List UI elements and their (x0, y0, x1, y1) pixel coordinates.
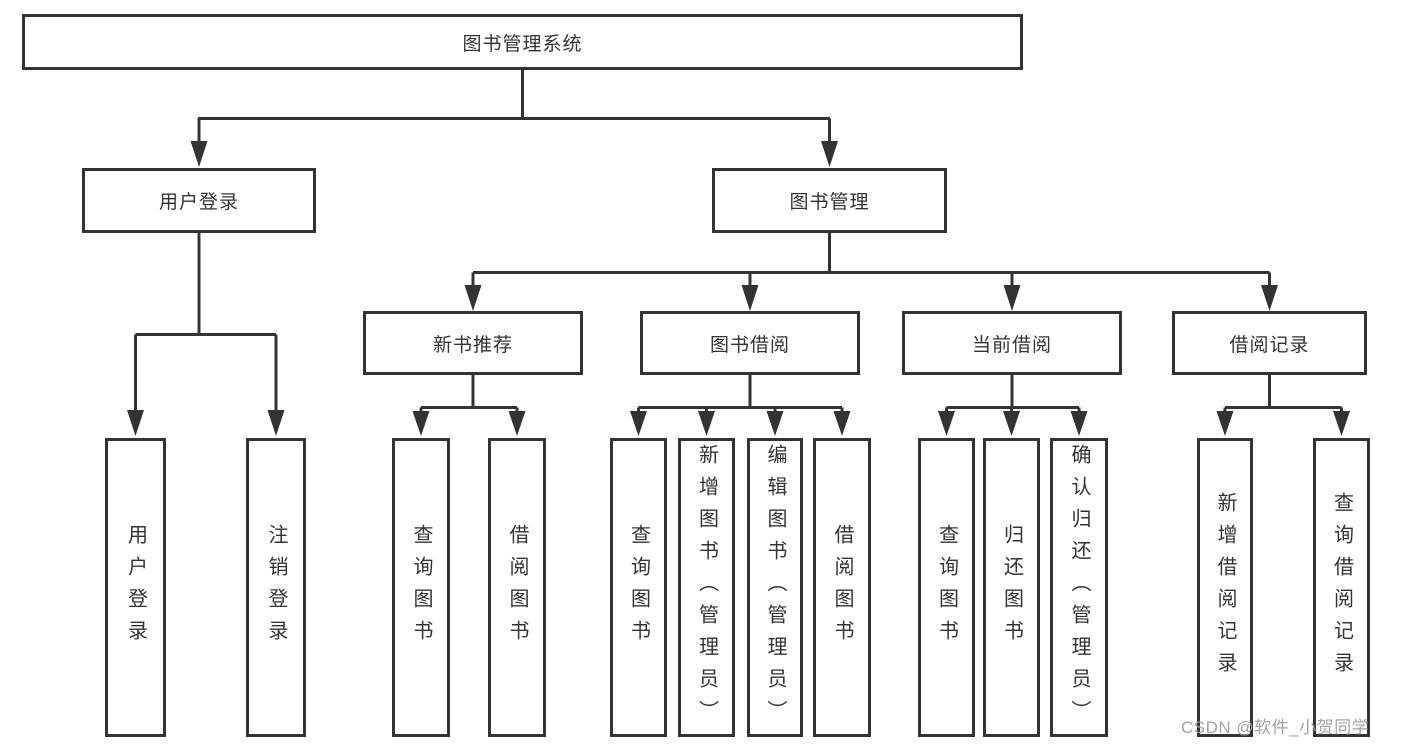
arrowhead (833, 411, 851, 436)
leaf-query-borrow-record-label: 查询借阅记录 (1330, 491, 1353, 684)
connector-path (419, 375, 519, 412)
connector-new-book-children (412, 375, 526, 436)
arrowhead (766, 411, 784, 436)
leaf-user-login-label: 用户登录 (124, 523, 147, 652)
node-current-borrowing: 当前借阅 (902, 311, 1122, 375)
leaf-add-borrow-record-label: 新增借阅记录 (1214, 491, 1236, 684)
arrowhead (1003, 285, 1021, 311)
watermark: CSDN @软件_小贺同学 (1181, 718, 1370, 737)
arrowhead (938, 411, 955, 436)
arrowhead (1216, 411, 1234, 436)
leaf-query-books-borrow: 查询图书 (610, 438, 667, 737)
leaf-query-borrow-record: 查询借阅记录 (1313, 438, 1370, 737)
node-book-borrowing-label: 图书借阅 (709, 334, 790, 356)
arrowhead (412, 411, 430, 436)
leaf-add-books-admin-label: 新增图书（管理员） (695, 443, 718, 732)
connector-root-to-level2 (190, 70, 838, 167)
leaf-return-books: 归还图书 (983, 438, 1040, 737)
leaf-query-books-recommend-label: 查询图书 (410, 523, 432, 652)
arrowhead (1070, 411, 1088, 436)
node-book-management-label: 图书管理 (789, 192, 870, 213)
connector-path (1223, 375, 1343, 412)
leaf-logout-label: 注销登录 (265, 523, 287, 652)
leaf-borrow-books-label: 借阅图书 (831, 523, 853, 652)
connector-borrow-records-children (1216, 375, 1350, 436)
leaf-confirm-return-admin: 确认归还（管理员） (1050, 438, 1108, 737)
node-book-management: 图书管理 (712, 168, 947, 233)
connector-book-management-to-level3 (464, 233, 1278, 311)
leaf-edit-books-admin: 编辑图书（管理员） (747, 438, 803, 737)
leaf-query-books-current: 查询图书 (918, 438, 975, 737)
connector-path (134, 233, 278, 411)
leaf-edit-books-admin-label: 编辑图书（管理员） (764, 443, 786, 732)
connector-user-login-children (127, 233, 285, 436)
arrowhead (698, 411, 715, 436)
node-new-book-recommend: 新书推荐 (363, 311, 583, 375)
leaf-user-login: 用户登录 (105, 438, 166, 737)
arrowhead (630, 411, 647, 436)
connector-current-borrow-children (938, 375, 1088, 436)
leaf-query-books-current-label: 查询图书 (935, 523, 958, 652)
connector-path (945, 375, 1081, 412)
leaf-add-borrow-record: 新增借阅记录 (1197, 438, 1253, 737)
leaf-borrow-books: 借阅图书 (813, 438, 871, 737)
connector-path (471, 233, 1271, 287)
node-borrowing-records: 借阅记录 (1172, 311, 1367, 375)
arrowhead (821, 141, 838, 167)
node-root: 图书管理系统 (22, 14, 1023, 70)
arrowhead (190, 141, 208, 167)
leaf-confirm-return-admin-label: 确认归还（管理员） (1068, 443, 1090, 732)
leaf-logout: 注销登录 (246, 438, 306, 737)
arrowhead (127, 410, 144, 436)
node-borrowing-records-label: 借阅记录 (1229, 334, 1310, 356)
node-root-label: 图书管理系统 (462, 33, 583, 55)
arrowhead (464, 285, 482, 311)
node-user-login-label: 用户登录 (158, 192, 239, 213)
node-user-login: 用户登录 (82, 168, 316, 233)
leaf-query-books-recommend: 查询图书 (392, 438, 450, 737)
leaf-query-books-borrow-label: 查询图书 (627, 523, 650, 652)
node-book-borrowing: 图书借阅 (640, 311, 860, 375)
arrowhead (1261, 285, 1278, 311)
connector-path (197, 70, 831, 142)
leaf-borrow-books-recommend-label: 借阅图书 (506, 523, 528, 652)
arrowhead (741, 285, 759, 311)
connector-book-borrow-children (630, 375, 851, 436)
node-new-book-recommend-label: 新书推荐 (432, 334, 513, 356)
connector-path (637, 375, 844, 412)
arrowhead (1333, 411, 1350, 436)
leaf-add-books-admin: 新增图书（管理员） (678, 438, 735, 737)
arrowhead (1003, 411, 1020, 436)
arrowhead (267, 410, 285, 436)
leaf-borrow-books-recommend: 借阅图书 (488, 438, 546, 737)
arrowhead (508, 411, 526, 436)
leaf-return-books-label: 归还图书 (1000, 523, 1023, 652)
node-current-borrowing-label: 当前借阅 (971, 334, 1052, 356)
